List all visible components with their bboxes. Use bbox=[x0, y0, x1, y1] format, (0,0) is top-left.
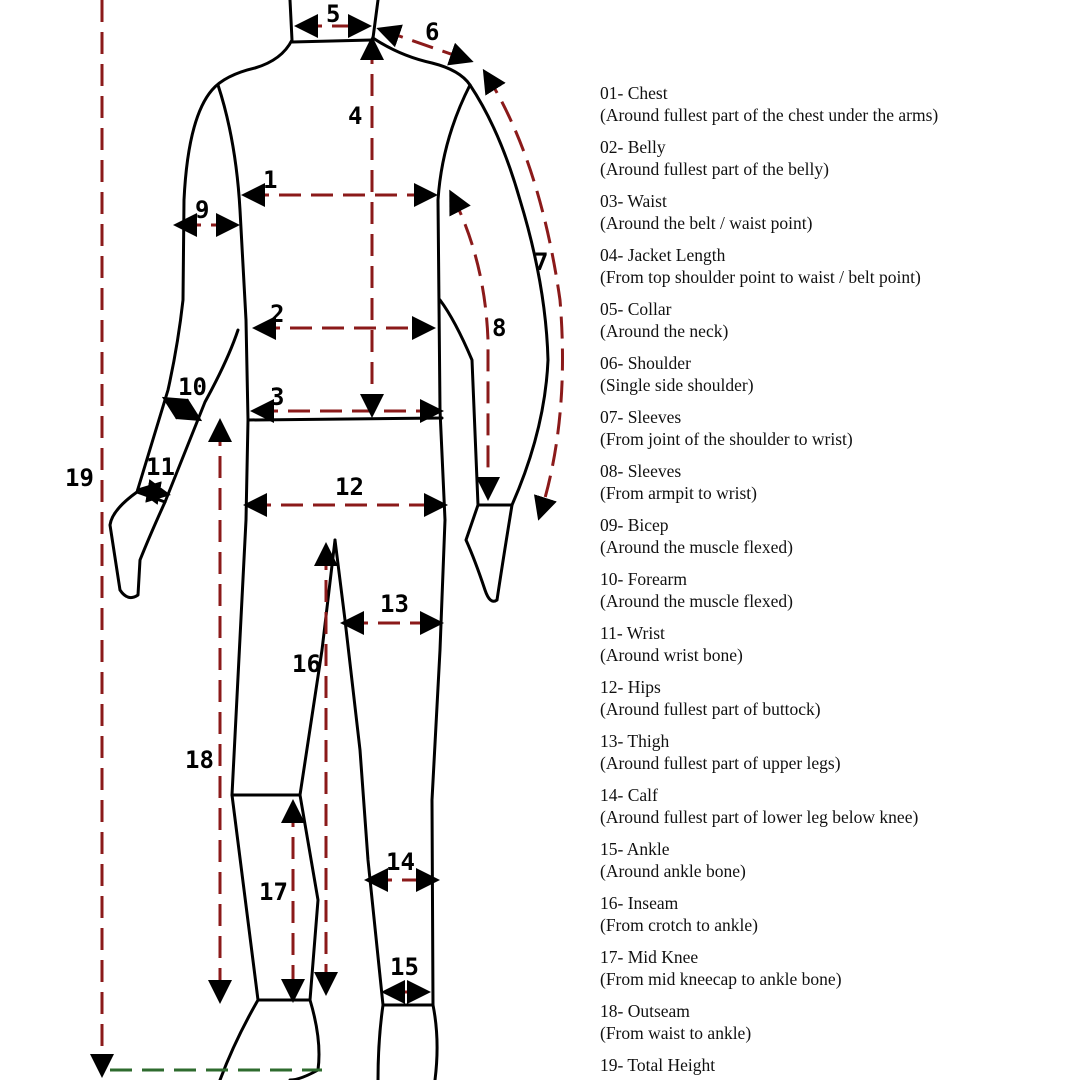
legend-title: 12- Hips bbox=[600, 677, 661, 697]
label-3: 3 bbox=[270, 383, 284, 411]
label-17: 17 bbox=[259, 878, 288, 906]
legend-entry: 09- Bicep(Around the muscle flexed) bbox=[600, 514, 1070, 568]
label-4: 4 bbox=[348, 102, 362, 130]
legend-entry: 19- Total Height bbox=[600, 1054, 1070, 1080]
legend-title: 10- Forearm bbox=[600, 569, 687, 589]
legend-description: (From waist to ankle) bbox=[600, 1023, 752, 1043]
legend-entry: 18- Outseam(From waist to ankle) bbox=[600, 1000, 1070, 1054]
legend-description: (Around fullest part of upper legs) bbox=[600, 753, 841, 773]
legend-entry: 04- Jacket Length(From top shoulder poin… bbox=[600, 244, 1070, 298]
legend-title: 04- Jacket Length bbox=[600, 245, 726, 265]
legend-title: 09- Bicep bbox=[600, 515, 669, 535]
legend-entry: 12- Hips(Around fullest part of buttock) bbox=[600, 676, 1070, 730]
sleeve-armpit-line bbox=[449, 189, 500, 501]
label-18: 18 bbox=[185, 746, 214, 774]
legend-title: 13- Thigh bbox=[600, 731, 670, 751]
label-12: 12 bbox=[335, 473, 364, 501]
legend-entry: 02- Belly(Around fullest part of the bel… bbox=[600, 136, 1070, 190]
legend-title: 06- Shoulder bbox=[600, 353, 691, 373]
label-7: 7 bbox=[534, 248, 548, 276]
legend-description: (Around fullest part of buttock) bbox=[600, 699, 821, 719]
legend-description: (Around wrist bone) bbox=[600, 645, 743, 665]
legend-description: (Around fullest part of lower leg below … bbox=[600, 807, 919, 827]
legend-title: 02- Belly bbox=[600, 137, 666, 157]
legend-description: (Around the muscle flexed) bbox=[600, 591, 793, 611]
legend-entry: 14- Calf(Around fullest part of lower le… bbox=[600, 784, 1070, 838]
legend-description: (Around fullest part of the belly) bbox=[600, 159, 829, 179]
body-outline bbox=[108, 0, 550, 1080]
legend-description: (From crotch to ankle) bbox=[600, 915, 758, 935]
legend-title: 14- Calf bbox=[600, 785, 658, 805]
legend-description: (From armpit to wrist) bbox=[600, 483, 757, 503]
legend-description: (From top shoulder point to waist / belt… bbox=[600, 267, 921, 287]
label-10: 10 bbox=[178, 373, 207, 401]
legend-description: (Around the neck) bbox=[600, 321, 729, 341]
legend-title: 01- Chest bbox=[600, 83, 668, 103]
legend-title: 08- Sleeves bbox=[600, 461, 682, 481]
legend-description: (From joint of the shoulder to wrist) bbox=[600, 429, 853, 449]
legend-entry: 01- Chest(Around fullest part of the che… bbox=[600, 82, 1070, 136]
sleeve-shoulder-line bbox=[482, 68, 564, 521]
label-11: 11 bbox=[146, 453, 175, 481]
legend-entry: 13- Thigh(Around fullest part of upper l… bbox=[600, 730, 1070, 784]
legend-description: (Around the belt / waist point) bbox=[600, 213, 813, 233]
legend-entry: 07- Sleeves(From joint of the shoulder t… bbox=[600, 406, 1070, 460]
legend-entry: 11- Wrist(Around wrist bone) bbox=[600, 622, 1070, 676]
legend-entry: 06- Shoulder(Single side shoulder) bbox=[600, 352, 1070, 406]
legend-title: 17- Mid Knee bbox=[600, 947, 699, 967]
legend-description: (Around the muscle flexed) bbox=[600, 537, 793, 557]
legend-description: (Around ankle bone) bbox=[600, 861, 746, 881]
legend-entry: 16- Inseam(From crotch to ankle) bbox=[600, 892, 1070, 946]
measurement-lines bbox=[90, 0, 564, 1078]
legend-description: (Around fullest part of the chest under … bbox=[600, 105, 939, 125]
legend-entry: 17- Mid Knee(From mid kneecap to ankle b… bbox=[600, 946, 1070, 1000]
measurement-legend: 01- Chest(Around fullest part of the che… bbox=[600, 82, 1070, 1080]
label-9: 9 bbox=[195, 196, 209, 224]
legend-title: 15- Ankle bbox=[600, 839, 670, 859]
legend-title: 03- Waist bbox=[600, 191, 667, 211]
label-5: 5 bbox=[326, 0, 340, 28]
legend-title: 11- Wrist bbox=[600, 623, 665, 643]
label-15: 15 bbox=[390, 953, 419, 981]
legend-entry: 10- Forearm(Around the muscle flexed) bbox=[600, 568, 1070, 622]
label-13: 13 bbox=[380, 590, 409, 618]
legend-entry: 08- Sleeves(From armpit to wrist) bbox=[600, 460, 1070, 514]
wrist-line bbox=[136, 479, 171, 505]
label-19: 19 bbox=[65, 464, 94, 492]
legend-description: (Single side shoulder) bbox=[600, 375, 754, 395]
legend-title: 18- Outseam bbox=[600, 1001, 690, 1021]
label-8: 8 bbox=[492, 314, 506, 342]
legend-description: (From mid kneecap to ankle bone) bbox=[600, 969, 842, 989]
legend-title: 07- Sleeves bbox=[600, 407, 682, 427]
label-16: 16 bbox=[292, 650, 321, 678]
legend-entry: 05- Collar(Around the neck) bbox=[600, 298, 1070, 352]
legend-title: 05- Collar bbox=[600, 299, 672, 319]
forearm-line bbox=[161, 396, 203, 422]
legend-entry: 15- Ankle(Around ankle bone) bbox=[600, 838, 1070, 892]
label-1: 1 bbox=[263, 166, 277, 194]
label-6: 6 bbox=[425, 18, 439, 46]
measurement-numbers: 1 2 3 4 5 6 7 8 9 10 11 12 13 14 15 16 1… bbox=[65, 0, 548, 981]
shoulder-line bbox=[376, 24, 474, 66]
legend-entry: 03- Waist(Around the belt / waist point) bbox=[600, 190, 1070, 244]
legend-title: 19- Total Height bbox=[600, 1055, 716, 1075]
label-14: 14 bbox=[386, 848, 415, 876]
label-2: 2 bbox=[270, 300, 284, 328]
legend-title: 16- Inseam bbox=[600, 893, 679, 913]
